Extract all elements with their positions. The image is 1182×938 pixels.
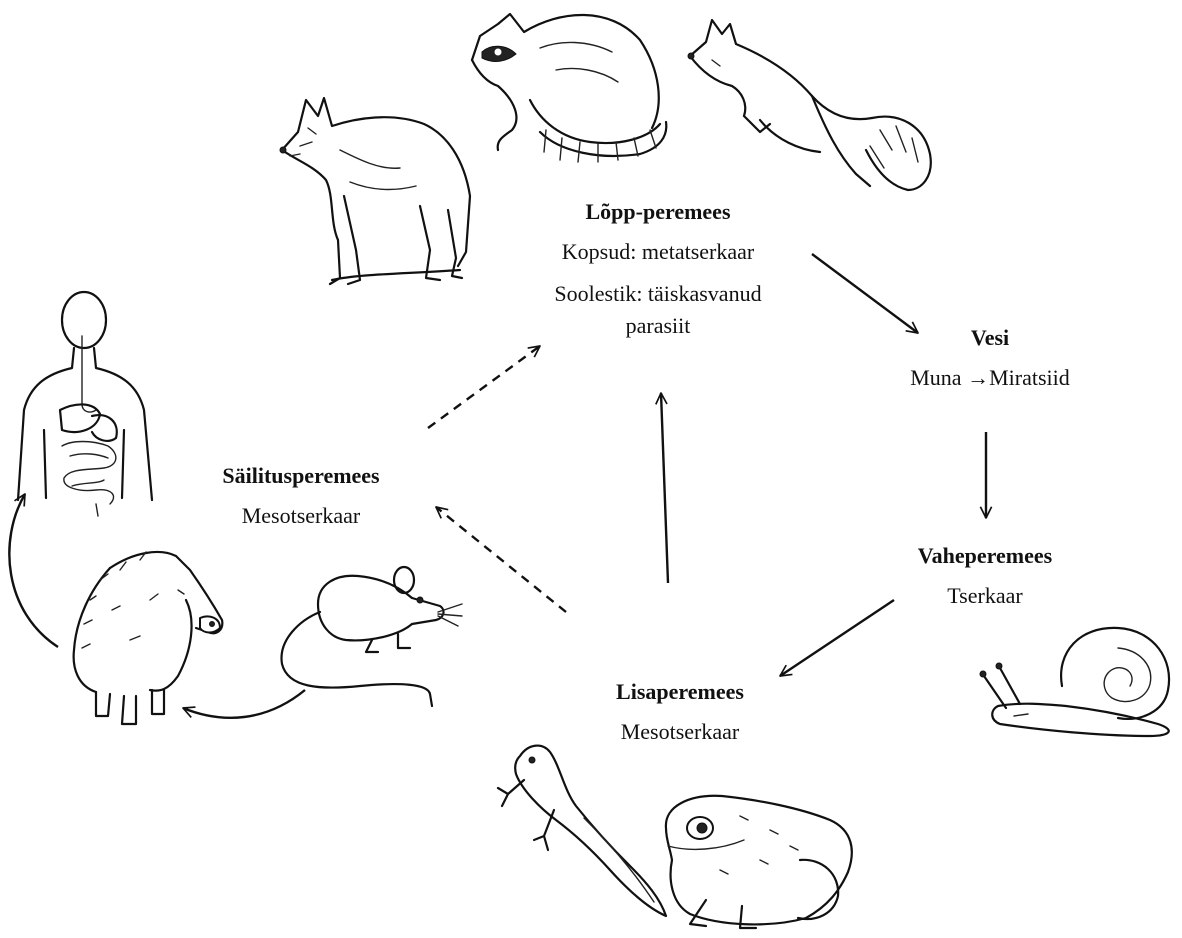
additional-host-stage: Mesotserkaar bbox=[580, 716, 780, 748]
paratenic-host-label: Säilitusperemees Mesotserkaar bbox=[196, 460, 406, 532]
definitive-host-intestine: Soolestik: täiskasvanud parasiit bbox=[543, 278, 773, 342]
curved-arrow-mouse-to-boar bbox=[183, 690, 305, 718]
paratenic-host-stage: Mesotserkaar bbox=[196, 500, 406, 532]
fox-illustration bbox=[688, 20, 931, 190]
intermediate-host-label: Vaheperemees Tserkaar bbox=[880, 540, 1090, 612]
definitive-host-lungs: Kopsud: metatserkaar bbox=[528, 236, 788, 268]
intermediate-host-title: Vaheperemees bbox=[880, 540, 1090, 572]
arrow-additional-to-definitive bbox=[661, 393, 668, 583]
human-digestive-illustration bbox=[18, 292, 152, 516]
paratenic-host-title: Säilitusperemees bbox=[196, 460, 406, 492]
water-title: Vesi bbox=[880, 322, 1100, 354]
intermediate-host-stage: Tserkaar bbox=[880, 580, 1090, 612]
tadpole-illustration bbox=[498, 746, 666, 916]
snail-illustration bbox=[980, 628, 1169, 736]
water-label: Vesi Muna →Miratsiid bbox=[880, 322, 1100, 394]
curved-arrow-boar-to-human bbox=[9, 494, 58, 647]
dashed-arrow-paratenic-to-definitive bbox=[428, 346, 540, 428]
additional-host-title: Lisaperemees bbox=[580, 676, 780, 708]
dashed-arrow-additional-to-paratenic bbox=[436, 507, 566, 612]
additional-host-label: Lisaperemees Mesotserkaar bbox=[580, 676, 780, 748]
definitive-host-label: Lõpp-peremees Kopsud: metatserkaar Soole… bbox=[528, 196, 788, 342]
frog-illustration bbox=[666, 796, 852, 928]
arrow-intermediate-to-additional bbox=[780, 600, 894, 676]
wild-boar-illustration bbox=[74, 552, 223, 724]
wolf-illustration bbox=[280, 98, 470, 284]
mouse-illustration bbox=[282, 567, 462, 706]
raccoon-illustration bbox=[472, 14, 666, 162]
definitive-host-title: Lõpp-peremees bbox=[528, 196, 788, 228]
water-stage: Muna →Miratsiid bbox=[880, 362, 1100, 394]
